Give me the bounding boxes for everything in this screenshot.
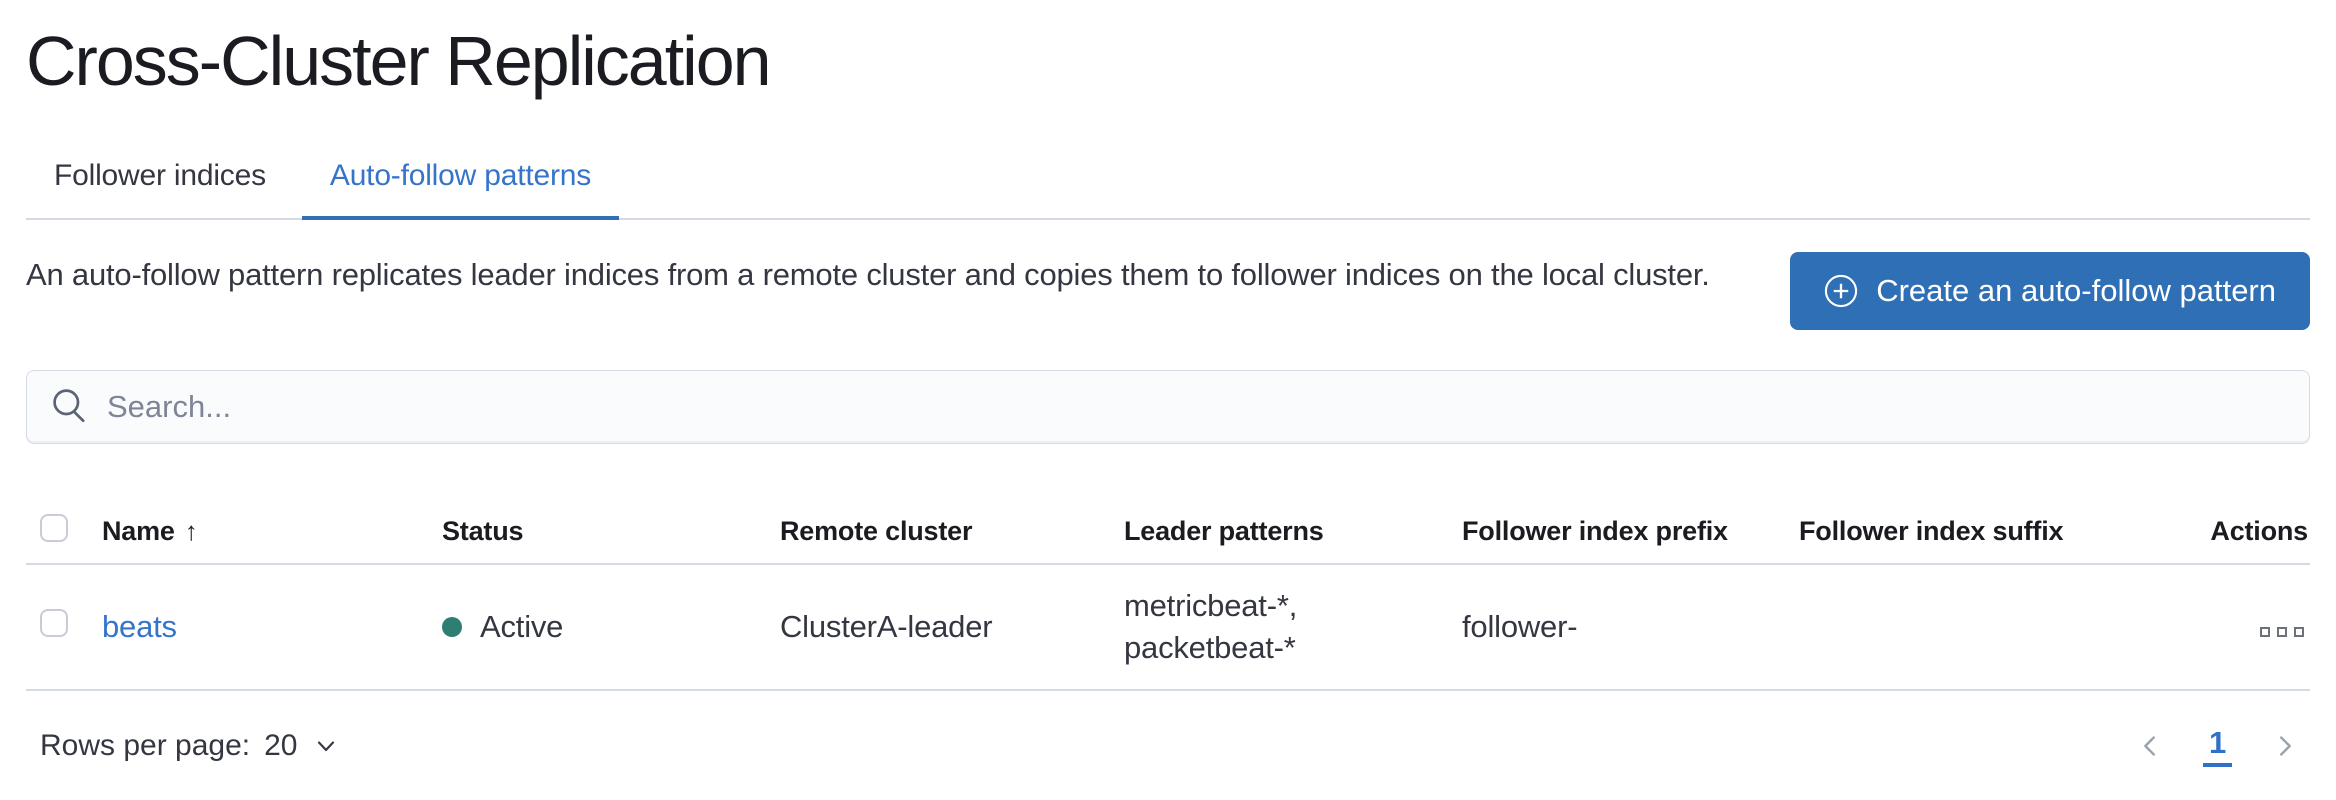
follower-index-suffix-cell — [1775, 564, 2093, 691]
chevron-right-icon — [2270, 731, 2300, 761]
search-input[interactable] — [107, 389, 2285, 425]
create-auto-follow-pattern-button[interactable]: Create an auto-follow pattern — [1790, 252, 2310, 330]
chevron-left-icon — [2135, 731, 2165, 761]
column-header-follower-index-prefix: Follower index prefix — [1438, 502, 1775, 565]
rows-per-page-value: 20 — [264, 729, 298, 762]
create-button-label: Create an auto-follow pattern — [1876, 273, 2276, 308]
remote-cluster-cell: ClusterA-leader — [756, 564, 1100, 691]
column-header-remote-cluster: Remote cluster — [756, 502, 1100, 565]
table-header-row: Name↑ Status Remote cluster Leader patte… — [26, 502, 2310, 565]
rows-per-page-select[interactable]: Rows per page: 20 — [26, 729, 340, 763]
leader-patterns-cell: metricbeat-*, packetbeat-* — [1100, 564, 1438, 691]
page-title: Cross-Cluster Replication — [26, 22, 772, 100]
follower-index-prefix-cell: follower- — [1438, 564, 1775, 691]
sort-ascending-icon: ↑ — [184, 516, 198, 546]
tab-follower-indices[interactable]: Follower indices — [54, 159, 266, 192]
column-header-status: Status — [418, 502, 756, 565]
select-all-checkbox[interactable] — [40, 514, 68, 542]
column-header-follower-index-suffix: Follower index suffix — [1775, 502, 2093, 565]
column-header-name[interactable]: Name↑ — [78, 502, 418, 565]
pagination-prev-button[interactable] — [2131, 727, 2169, 765]
status-active-dot-icon — [442, 617, 462, 637]
boxes-horizontal-icon — [2260, 627, 2304, 637]
cross-cluster-replication-page: Cross-Cluster Replication Follower indic… — [26, 22, 2310, 767]
table-row-beats: beats Active ClusterA-leader metricbeat-… — [26, 564, 2310, 691]
search-bar — [26, 370, 2310, 444]
pagination-next-button[interactable] — [2266, 727, 2304, 765]
chevron-down-icon — [312, 732, 340, 760]
status-label: Active — [480, 609, 564, 644]
pattern-name-link[interactable]: beats — [102, 609, 177, 644]
rows-per-page-label: Rows per page: — [40, 729, 251, 762]
plus-in-circle-icon — [1824, 274, 1858, 308]
intro-row: An auto-follow pattern replicates leader… — [26, 252, 2310, 330]
tab-bar: Follower indices Auto-follow patterns — [26, 158, 2310, 220]
row-checkbox[interactable] — [40, 609, 68, 637]
column-header-leader-patterns: Leader patterns — [1100, 502, 1438, 565]
tab-auto-follow-patterns[interactable]: Auto-follow patterns — [301, 158, 620, 220]
row-actions-button[interactable] — [2256, 623, 2308, 641]
table-footer: Rows per page: 20 1 — [26, 725, 2310, 767]
page-number-current[interactable]: 1 — [2202, 725, 2232, 767]
auto-follow-patterns-table: Name↑ Status Remote cluster Leader patte… — [26, 502, 2310, 691]
pagination: 1 — [2131, 725, 2310, 767]
search-icon — [51, 387, 87, 428]
column-header-actions: Actions — [2093, 502, 2310, 565]
page-description: An auto-follow pattern replicates leader… — [26, 257, 1710, 292]
status-badge: Active — [442, 606, 756, 648]
